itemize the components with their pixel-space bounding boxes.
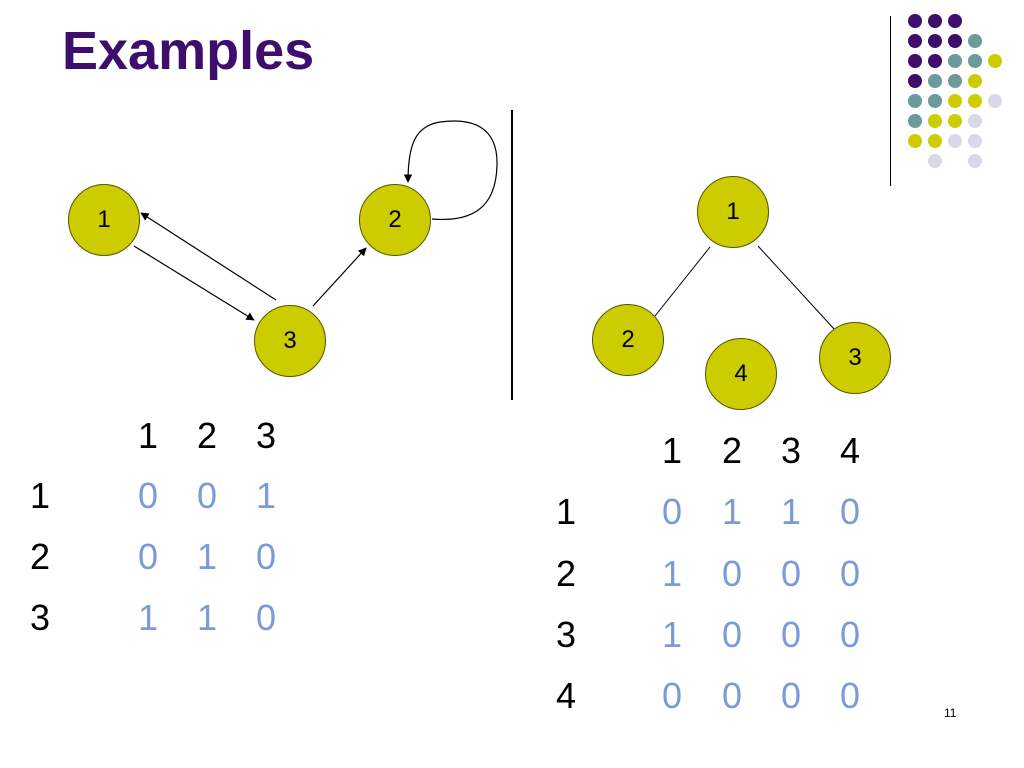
decor-dot — [988, 94, 1002, 108]
matrix-cell: 0 — [721, 614, 743, 655]
matrix-cell: 0 — [780, 553, 802, 594]
decor-dot — [968, 94, 982, 108]
graph-right-node-1: 1 — [697, 176, 769, 248]
decor-dot — [908, 94, 922, 108]
decor-dot — [948, 94, 962, 108]
edge-1-2 — [654, 246, 711, 317]
matrix-cell: 0 — [196, 475, 218, 516]
matrix-cell: 0 — [839, 675, 861, 716]
matrix-cell: 0 — [137, 536, 159, 577]
matrix-cell: 1 — [661, 614, 683, 655]
matrix-cell: 0 — [661, 491, 683, 532]
matrix-cell: 0 — [780, 614, 802, 655]
decor-dot — [908, 34, 922, 48]
decor-dot — [968, 54, 982, 68]
decor-dot — [968, 114, 982, 128]
edge-1-to-3 — [133, 245, 255, 321]
graph-right-node-3: 3 — [819, 322, 891, 394]
decor-dot — [928, 154, 942, 168]
matrix-cell: 0 — [255, 536, 277, 577]
graph-divider — [511, 110, 513, 400]
decor-dot — [908, 134, 922, 148]
decor-dot — [908, 114, 922, 128]
matrix-row-header: 4 — [555, 675, 577, 716]
matrix-cell: 1 — [196, 536, 218, 577]
matrix-col-header: 3 — [780, 430, 802, 471]
matrix-col-header: 3 — [255, 415, 277, 456]
decor-dot — [928, 94, 942, 108]
matrix-row-header: 1 — [555, 491, 577, 532]
matrix-cell: 0 — [839, 491, 861, 532]
matrix-cell: 1 — [661, 553, 683, 594]
decor-dot — [928, 34, 942, 48]
matrix-row-header: 1 — [29, 475, 51, 516]
graph-left-node-2: 2 — [359, 184, 431, 256]
decor-dot — [948, 134, 962, 148]
matrix-cell: 0 — [661, 675, 683, 716]
decor-dot — [908, 74, 922, 88]
decor-dot — [968, 74, 982, 88]
matrix-row-header: 3 — [29, 597, 51, 638]
matrix-row-header: 2 — [29, 536, 51, 577]
matrix-cell: 1 — [780, 491, 802, 532]
matrix-cell: 0 — [839, 553, 861, 594]
matrix-col-header: 4 — [839, 430, 861, 471]
matrix-col-header: 1 — [137, 415, 159, 456]
slide-title: Examples — [62, 21, 315, 81]
edge-1-3 — [757, 245, 836, 331]
decor-dot — [928, 134, 942, 148]
graph-left-node-3: 3 — [254, 305, 326, 377]
matrix-cell: 0 — [721, 553, 743, 594]
matrix-cell: 0 — [721, 675, 743, 716]
edge-3-to-2 — [312, 247, 367, 307]
graph-left-node-1: 1 — [68, 184, 140, 256]
decor-dot — [968, 34, 982, 48]
matrix-cell: 0 — [839, 614, 861, 655]
page-number: 11 — [944, 706, 957, 720]
graph-right-node-2: 2 — [592, 304, 664, 376]
matrix-cell: 0 — [137, 475, 159, 516]
matrix-row-header: 3 — [555, 614, 577, 655]
matrix-col-header: 2 — [196, 415, 218, 456]
matrix-cell: 0 — [255, 597, 277, 638]
decor-dot — [928, 114, 942, 128]
decor-dot — [968, 134, 982, 148]
matrix-col-header: 1 — [661, 430, 683, 471]
decor-dot — [928, 54, 942, 68]
decor-dot — [948, 14, 962, 28]
matrix-cell: 1 — [137, 597, 159, 638]
decor-dot — [988, 54, 1002, 68]
matrix-cell: 0 — [780, 675, 802, 716]
decor-dot — [928, 14, 942, 28]
matrix-cell: 1 — [721, 491, 743, 532]
matrix-col-header: 2 — [721, 430, 743, 471]
edge-2-self-loop — [403, 120, 498, 221]
decor-dot — [968, 154, 982, 168]
matrix-row-header: 2 — [555, 553, 577, 594]
decor-dot — [928, 74, 942, 88]
decor-dot — [908, 14, 922, 28]
matrix-cell: 1 — [255, 475, 277, 516]
matrix-cell: 1 — [196, 597, 218, 638]
edge-3-to-1 — [140, 212, 277, 301]
decor-dot — [948, 54, 962, 68]
graph-right-node-4: 4 — [705, 338, 777, 410]
decorative-divider — [890, 16, 891, 186]
decor-dot — [948, 114, 962, 128]
decor-dot — [948, 74, 962, 88]
decor-dot — [948, 34, 962, 48]
decor-dot — [908, 54, 922, 68]
